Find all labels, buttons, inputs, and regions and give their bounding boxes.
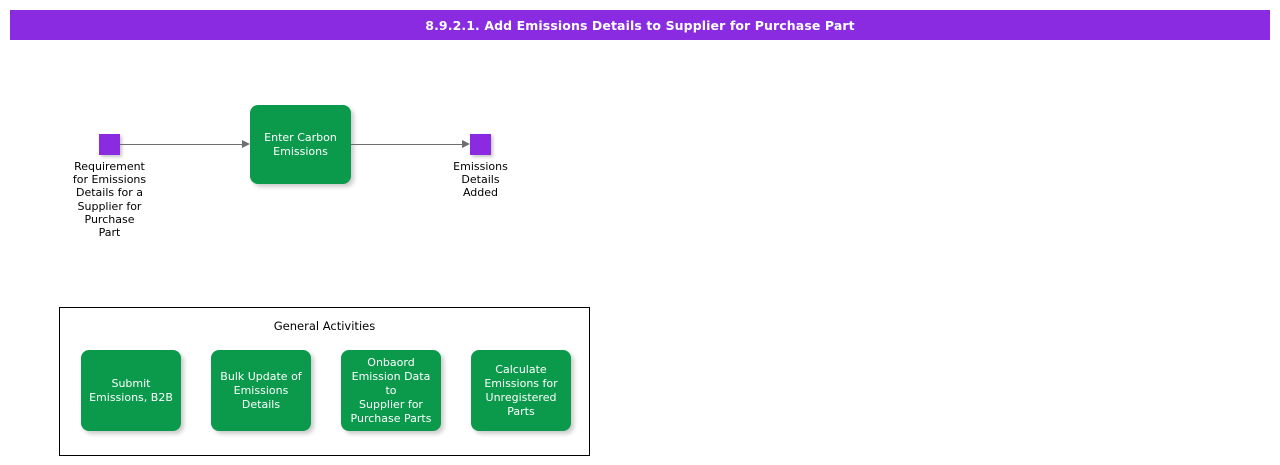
- connector-line: [351, 144, 462, 145]
- start-node-label: Requirement for Emissions Details for a …: [72, 160, 147, 240]
- start-node-marker[interactable]: [99, 134, 120, 155]
- end-node-label: Emissions Details Added: [453, 160, 508, 200]
- activity-submit-emissions-b2b-label: Submit Emissions, B2B: [89, 376, 173, 404]
- activity-onboard-emission-data-to-supplier-label: Onbaord Emission Data to Supplier for Pu…: [350, 355, 432, 425]
- activity-bulk-update-of-emissions-details[interactable]: Bulk Update of Emissions Details: [211, 350, 311, 431]
- general-activities-group: General Activities Submit Emissions, B2B…: [59, 307, 590, 456]
- activity-calculate-emissions-for-unregistered-parts-label: Calculate Emissions for Unregistered Par…: [484, 362, 558, 418]
- activity-onboard-emission-data-to-supplier[interactable]: Onbaord Emission Data to Supplier for Pu…: [341, 350, 441, 431]
- activity-enter-carbon-emissions[interactable]: Enter Carbon Emissions: [250, 105, 351, 184]
- page-header-bar: 8.9.2.1. Add Emissions Details to Suppli…: [10, 10, 1270, 40]
- arrow-head-icon: [242, 140, 250, 148]
- activity-calculate-emissions-for-unregistered-parts[interactable]: Calculate Emissions for Unregistered Par…: [471, 350, 571, 431]
- activity-enter-carbon-emissions-label: Enter Carbon Emissions: [264, 130, 337, 158]
- diagram-canvas: Requirement for Emissions Details for a …: [0, 40, 1280, 465]
- page-title: 8.9.2.1. Add Emissions Details to Suppli…: [425, 17, 855, 33]
- connector-activity-to-end-icon: [351, 140, 470, 149]
- arrow-head-icon: [462, 140, 470, 148]
- connector-start-to-activity-icon: [120, 140, 250, 149]
- general-activities-title: General Activities: [273, 319, 376, 333]
- connector-line: [120, 144, 242, 145]
- activity-bulk-update-of-emissions-details-label: Bulk Update of Emissions Details: [220, 369, 302, 411]
- activity-submit-emissions-b2b[interactable]: Submit Emissions, B2B: [81, 350, 181, 431]
- end-node-marker[interactable]: [470, 134, 491, 155]
